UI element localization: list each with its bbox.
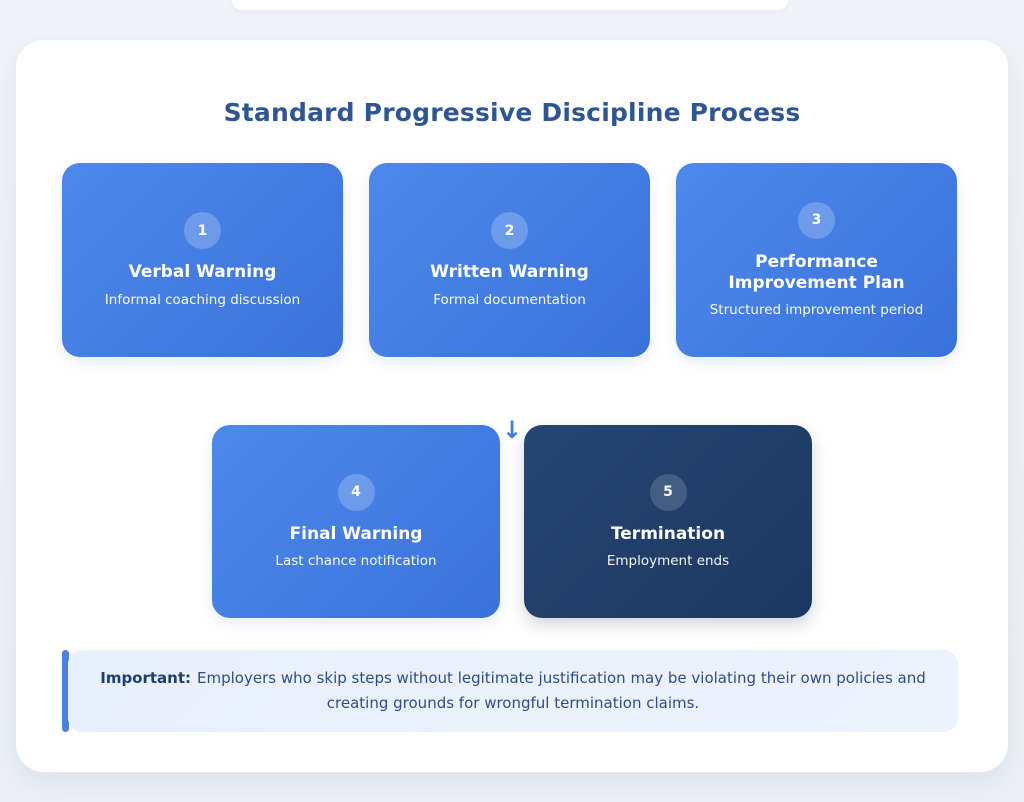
step-title: Verbal Warning bbox=[128, 262, 277, 283]
step-card-performance-improvement-plan: 3 Performance Improvement Plan Structure… bbox=[676, 163, 957, 357]
step-title: Final Warning bbox=[289, 523, 423, 544]
step-title: Termination bbox=[610, 523, 726, 544]
note-label: Important: bbox=[100, 669, 192, 688]
step-card-verbal-warning: 1 Verbal Warning Informal coaching discu… bbox=[62, 163, 343, 357]
steps-row-1: 1 Verbal Warning Informal coaching discu… bbox=[62, 163, 957, 357]
step-subtitle: Structured improvement period bbox=[709, 302, 924, 319]
steps-row-2: 4 Final Warning Last chance notification… bbox=[16, 425, 1008, 618]
note-text: Important: Employers who skip steps witho… bbox=[94, 666, 932, 716]
step-card-termination: 5 Termination Employment ends bbox=[524, 425, 812, 618]
step-number-badge: 3 bbox=[798, 201, 835, 239]
step-number-badge: 4 bbox=[337, 473, 375, 511]
note-accent-bar bbox=[62, 650, 69, 732]
step-number-badge: 1 bbox=[184, 212, 221, 250]
step-card-final-warning: 4 Final Warning Last chance notification bbox=[212, 425, 500, 618]
step-card-written-warning: 2 Written Warning Formal documentation bbox=[369, 163, 650, 357]
important-note: Important: Employers who skip steps witho… bbox=[62, 650, 958, 732]
top-card-edge-decoration bbox=[232, 0, 788, 10]
step-title: Performance Improvement Plan bbox=[728, 251, 905, 293]
step-subtitle: Last chance notification bbox=[275, 553, 437, 570]
step-subtitle: Informal coaching discussion bbox=[104, 291, 301, 308]
step-subtitle: Formal documentation bbox=[433, 291, 586, 308]
step-title: Written Warning bbox=[430, 262, 589, 283]
note-message: Employers who skip steps without legitim… bbox=[197, 669, 926, 712]
diagram-canvas: Standard Progressive Discipline Process … bbox=[16, 40, 1008, 772]
page-title: Standard Progressive Discipline Process bbox=[223, 98, 801, 127]
note-body: Important: Employers who skip steps witho… bbox=[68, 650, 958, 732]
step-number-badge: 5 bbox=[649, 473, 687, 511]
step-number-badge: 2 bbox=[491, 212, 528, 250]
step-subtitle: Employment ends bbox=[606, 553, 730, 570]
down-arrow-icon: ↓ bbox=[501, 416, 523, 444]
